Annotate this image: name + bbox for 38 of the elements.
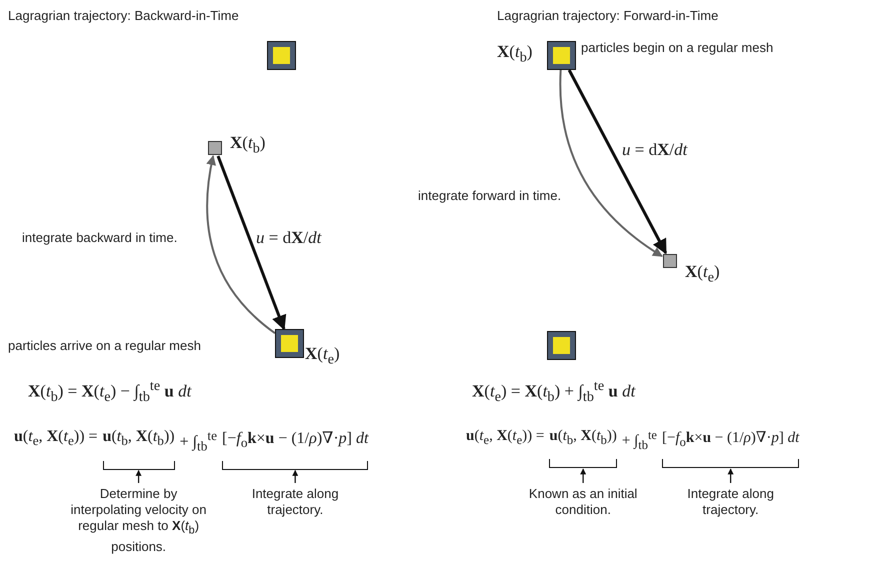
arrow [136,470,142,483]
equation: X(t$_{e}$) = X(t$_{b}$) + ∫$_{tb}$$^{te}$ u dt [472,378,636,406]
equation-part: [−f$_{o}$k×u − (1/ρ)∇·p] dt [222,429,368,452]
marker-square [268,42,295,69]
annotation-text: Determine by interpolating velocity on regular mesh to X(t$_{b}$) positions. [68,486,209,555]
equation-part: u(t$_{b}$, X(t$_{b}$)) [102,428,175,450]
point-label: X(t$_{e}$) [685,262,720,286]
arrow [292,470,298,483]
edge-label: integrate backward in time. [22,230,178,245]
annotation-text: Integrate along trajectory. [676,486,786,518]
equation: X(t$_{b}$) = X(t$_{e}$) − ∫$_{tb}$$^{te}$ u dt [28,378,192,406]
bracket [662,459,800,468]
bracket [222,460,368,470]
marker-square [663,254,677,268]
marker-square [548,332,575,359]
annotation-text: Integrate along trajectory. [240,486,350,518]
arrow [216,155,286,330]
annotation-text: Known as an initial condition. [528,486,638,518]
point-label: X(t$_{b}$) [497,42,532,66]
caption-text: particles arrive on a regular mesh [8,338,201,353]
point-label: X(t$_{e}$) [305,344,340,368]
equation-part: u(t$_{b}$, X(t$_{b}$)) [549,428,617,449]
edge-label: integrate forward in time. [418,188,562,203]
arrow [580,468,586,483]
equation-part: [−f$_{o}$k×u − (1/ρ)∇·p] dt [662,429,800,451]
marker-square [208,141,222,155]
marker-square [276,330,303,357]
caption-text: particles begin on a regular mesh [581,40,774,55]
equation-part: u(t$_{e}$, X(t$_{e}$)) = [14,428,98,450]
point-label: X(t$_{b}$) [230,133,266,158]
equation-part: u(t$_{e}$, X(t$_{e}$)) = [466,428,544,449]
arrow [728,468,734,483]
marker-square [548,42,575,69]
panel-title: Lagragrian trajectory: Backward-in-Time [8,8,239,23]
bracket [549,459,617,468]
arrow [206,155,276,334]
panel-title: Lagragrian trajectory: Forward-in-Time [497,8,718,23]
bracket [102,460,175,470]
